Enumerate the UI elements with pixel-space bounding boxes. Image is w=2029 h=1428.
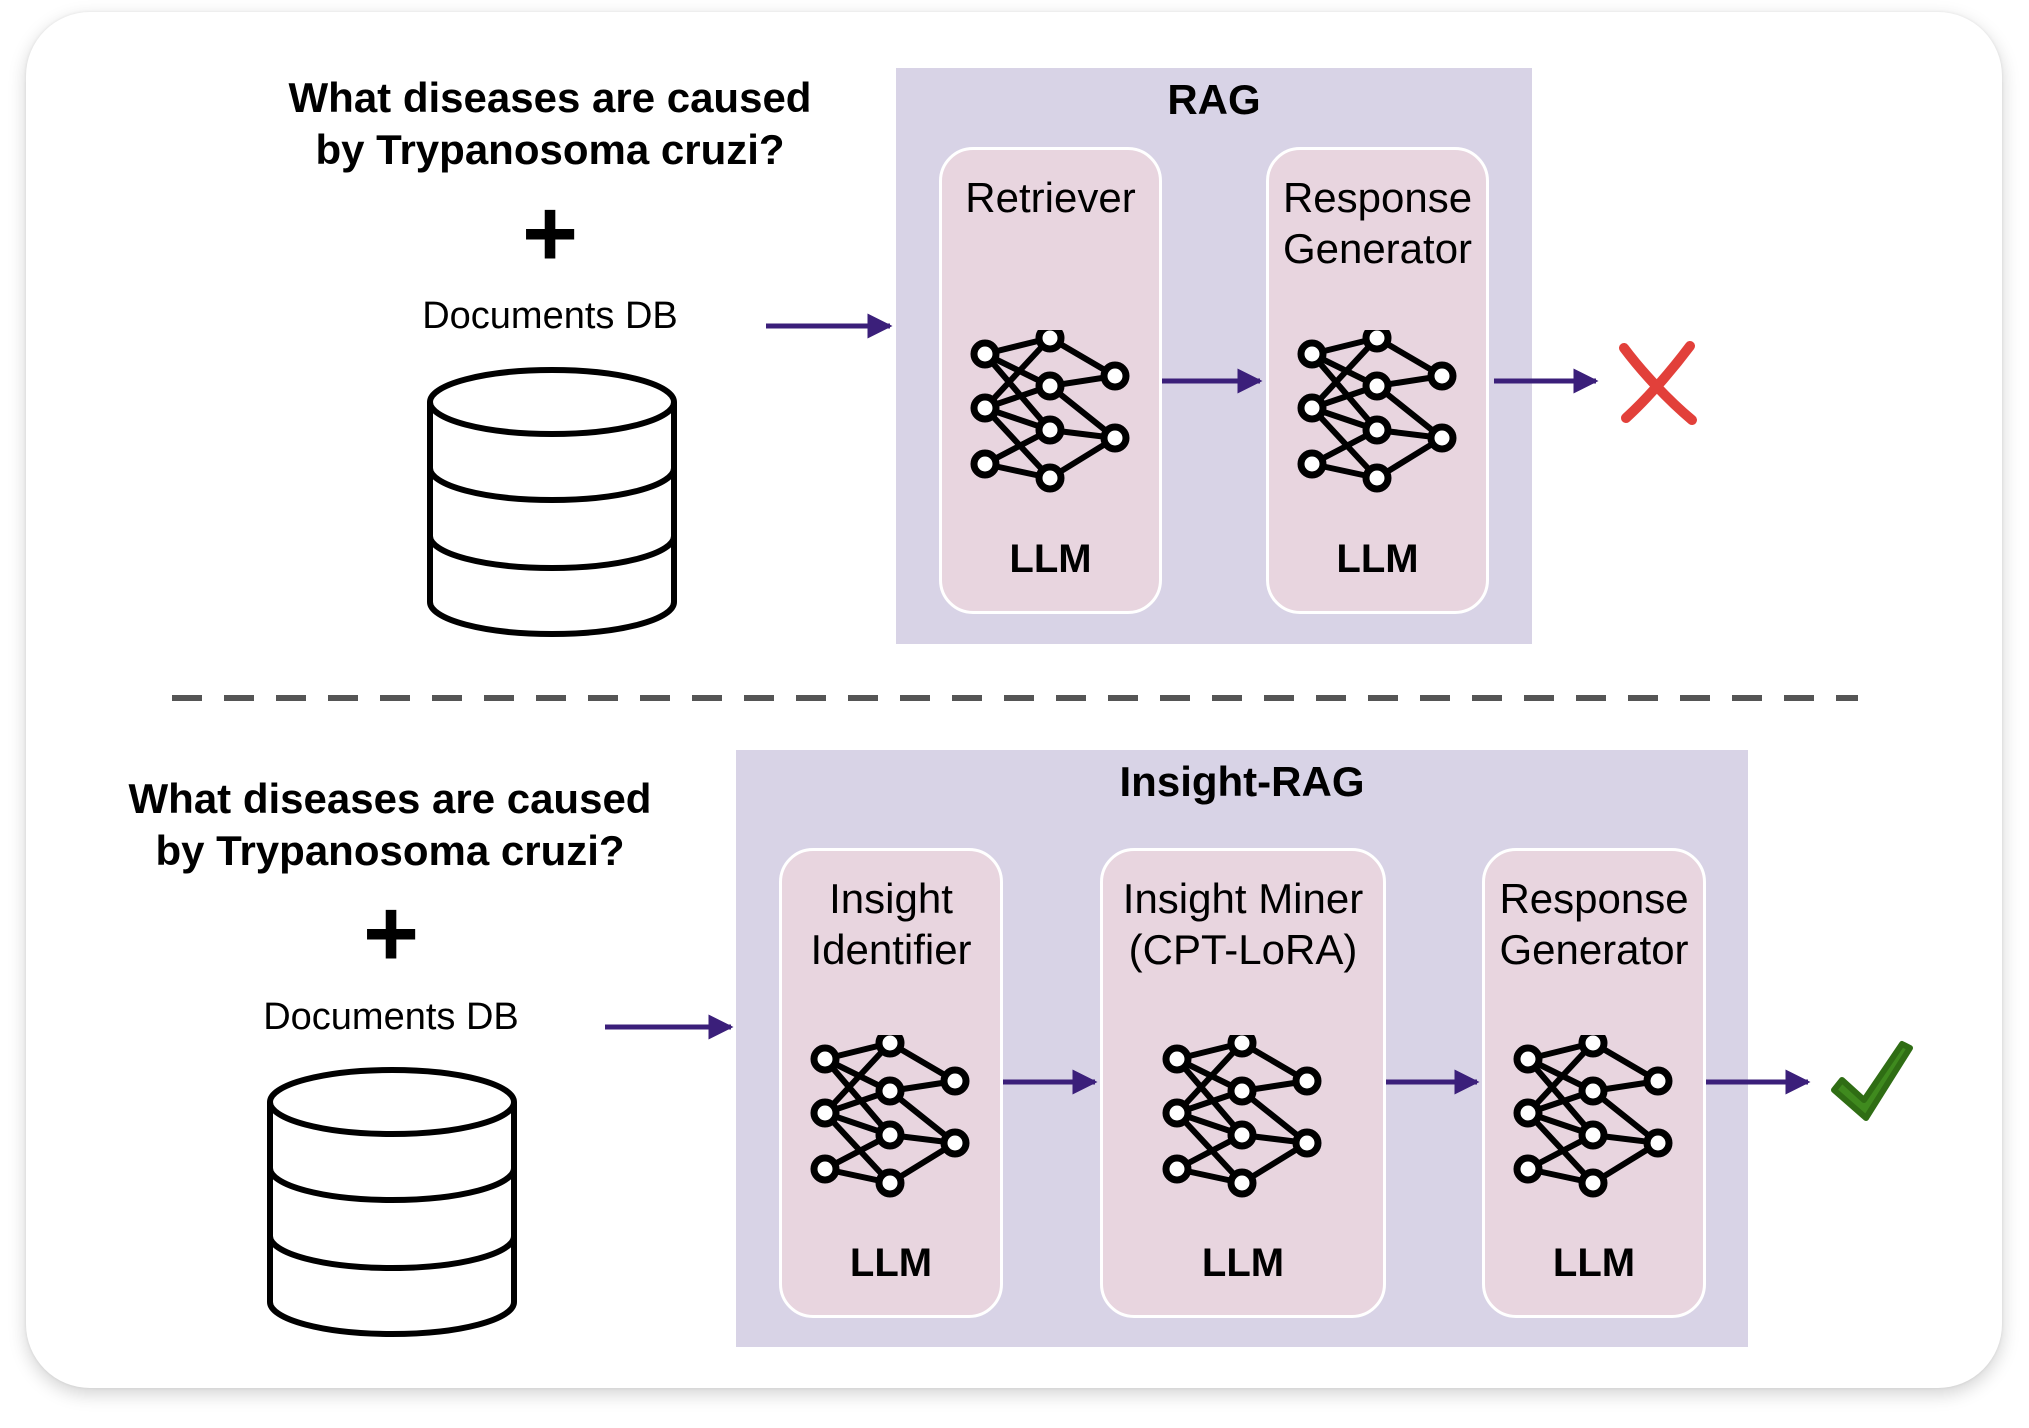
module-sub-label: LLM: [1552, 1241, 1636, 1285]
rag-plus-sign: +: [521, 180, 579, 287]
insight-rag-plus-sign: +: [362, 880, 420, 987]
module-sub-label: LLM: [1336, 537, 1419, 581]
module-sub-label: LLM: [849, 1241, 933, 1285]
module-title: Response Generator: [1499, 875, 1689, 973]
module-title: Response Generator: [1282, 174, 1473, 272]
module-title: Insight Miner (CPT-LoRA): [1122, 875, 1364, 973]
rag-question: What diseases are caused by Trypanosoma …: [288, 74, 812, 173]
neural-network-icon: [1512, 1028, 1674, 1204]
rag-title: RAG: [1167, 76, 1261, 123]
module-title: Insight Identifier: [810, 875, 972, 973]
insight-rag-documents-db-label: Documents DB: [263, 996, 519, 1038]
insight-rag-module-insight-identifier: Insight Identifier LLM: [779, 848, 1003, 1318]
neural-network-icon: [969, 323, 1131, 499]
rag-module-response-generator: Response Generator LLM: [1266, 147, 1489, 614]
insight-rag-module-response-generator: Response Generator LLM: [1482, 848, 1706, 1318]
module-sub-label: LLM: [1201, 1241, 1285, 1285]
module-sub-label: LLM: [1009, 537, 1092, 581]
rag-documents-db-label: Documents DB: [422, 295, 678, 337]
rag-module-retriever: Retriever LLM: [939, 147, 1162, 614]
neural-network-icon: [1161, 1028, 1323, 1204]
module-title: Retriever: [965, 174, 1136, 221]
insight-rag-module-insight-miner: Insight Miner (CPT-LoRA) LLM: [1100, 848, 1386, 1318]
insight-rag-question: What diseases are caused by Trypanosoma …: [128, 775, 652, 874]
neural-network-icon: [809, 1028, 971, 1204]
neural-network-icon: [1296, 323, 1458, 499]
insight-rag-title: Insight-RAG: [1119, 758, 1365, 805]
